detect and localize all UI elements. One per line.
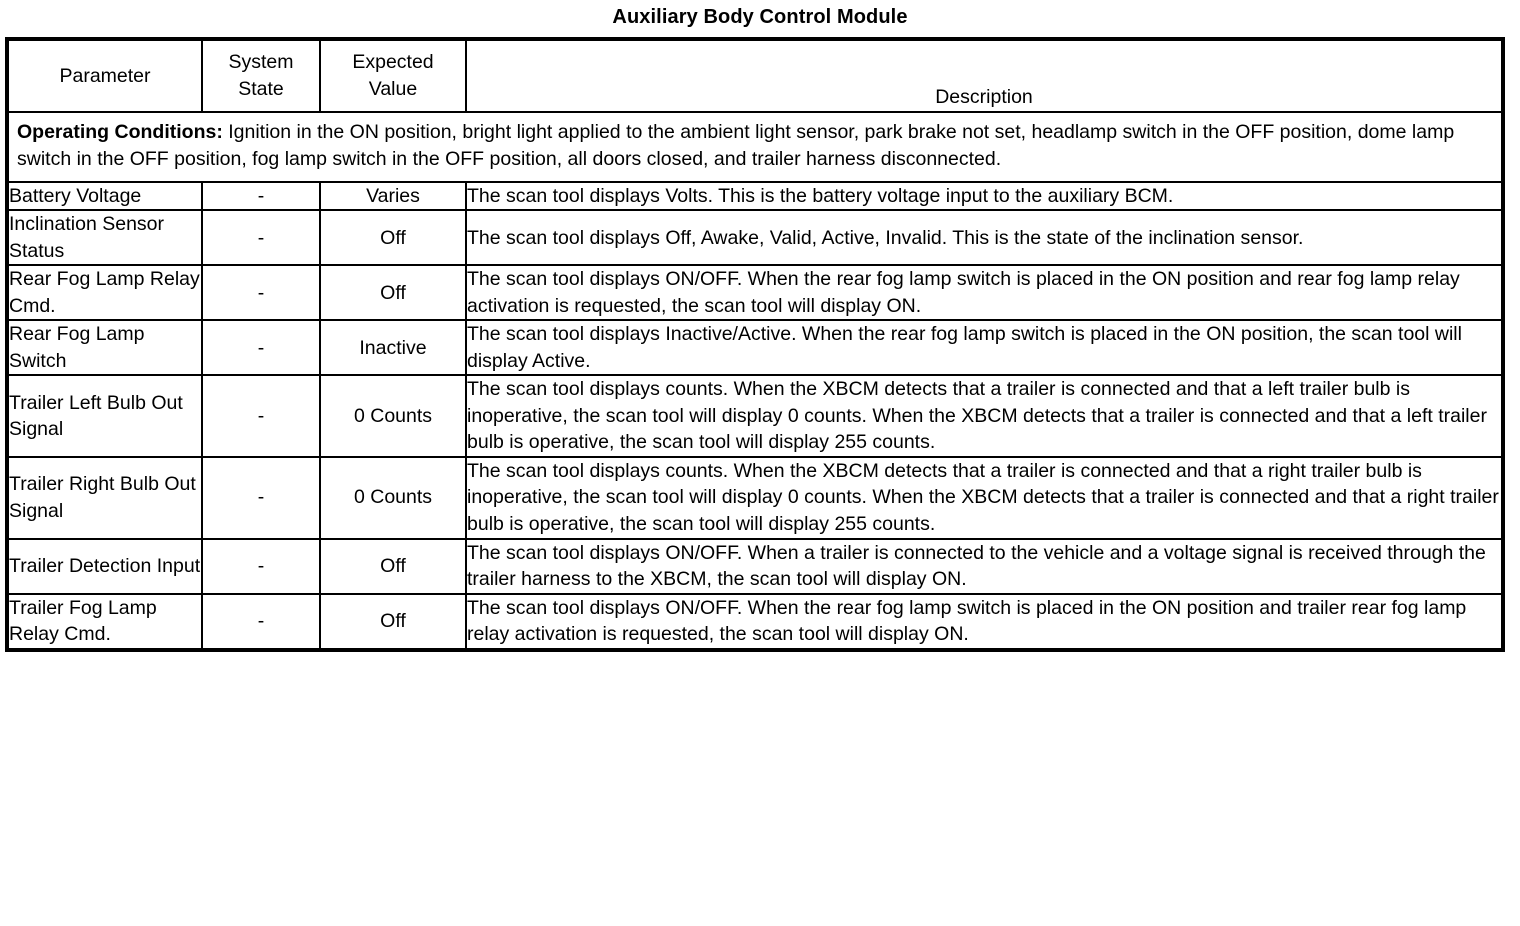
cell-system-state: - bbox=[201, 455, 321, 540]
cell-description: The scan tool displays counts. When the … bbox=[465, 455, 1504, 540]
cell-parameter: Trailer Fog Lamp Relay Cmd. bbox=[6, 592, 203, 651]
cell-description: The scan tool displays Off, Awake, Valid… bbox=[465, 209, 1504, 267]
cell-expected-value: Off bbox=[319, 209, 467, 267]
cell-expected-value: Off bbox=[319, 264, 467, 322]
cell-description: The scan tool displays Inactive/Active. … bbox=[465, 319, 1504, 377]
cell-parameter: Trailer Left Bulb Out Signal bbox=[6, 374, 203, 458]
cell-parameter: Rear Fog Lamp Relay Cmd. bbox=[6, 264, 203, 322]
cell-description: The scan tool displays counts. When the … bbox=[465, 374, 1504, 458]
cell-system-state: - bbox=[201, 209, 321, 267]
operating-conditions-label: Operating Conditions: bbox=[17, 121, 223, 143]
cell-parameter: Rear Fog Lamp Switch bbox=[6, 319, 203, 377]
cell-description: The scan tool displays ON/OFF. When the … bbox=[465, 592, 1504, 651]
operating-conditions-text: Ignition in the ON position, bright ligh… bbox=[17, 121, 1455, 170]
cell-system-state: - bbox=[201, 180, 321, 212]
table-header: Parameter System State Expected Value De… bbox=[6, 38, 1504, 113]
column-header-system-state-line2: State bbox=[238, 78, 284, 100]
cell-parameter: Inclination Sensor Status bbox=[6, 209, 203, 267]
cell-system-state: - bbox=[201, 374, 321, 458]
column-header-expected-value-line1: Expected bbox=[352, 51, 434, 74]
operating-conditions-cell: Operating Conditions: Ignition in the ON… bbox=[6, 111, 1504, 183]
operating-conditions-row: Operating Conditions: Ignition in the ON… bbox=[6, 111, 1504, 183]
column-header-expected-value: Expected Value bbox=[319, 38, 467, 113]
cell-description: The scan tool displays ON/OFF. When the … bbox=[465, 264, 1504, 322]
cell-system-state: - bbox=[201, 537, 321, 595]
column-header-expected-value-line2: Value bbox=[368, 78, 418, 100]
header-row: Parameter System State Expected Value De… bbox=[6, 38, 1504, 113]
cell-expected-value: 0 Counts bbox=[319, 455, 467, 540]
cell-parameter: Trailer Detection Input bbox=[6, 537, 203, 595]
parameter-table: Parameter System State Expected Value De… bbox=[5, 37, 1505, 652]
column-header-system-state: System State bbox=[201, 38, 321, 113]
cell-system-state: - bbox=[201, 319, 321, 377]
column-header-system-state-line1: System bbox=[228, 51, 294, 74]
cell-parameter: Battery Voltage bbox=[6, 180, 203, 212]
cell-expected-value: Off bbox=[319, 537, 467, 595]
page-title: Auxiliary Body Control Module bbox=[612, 6, 908, 28]
cell-expected-value: Off bbox=[319, 592, 467, 651]
table-body: Operating Conditions: Ignition in the ON… bbox=[6, 111, 1504, 651]
cell-description: The scan tool displays ON/OFF. When a tr… bbox=[465, 537, 1504, 595]
cell-parameter: Trailer Right Bulb Out Signal bbox=[6, 455, 203, 540]
cell-system-state: - bbox=[201, 592, 321, 651]
cell-system-state: - bbox=[201, 264, 321, 322]
cell-expected-value: Varies bbox=[319, 180, 467, 212]
cell-expected-value: 0 Counts bbox=[319, 374, 467, 458]
cell-description: The scan tool displays Volts. This is th… bbox=[465, 180, 1504, 212]
cell-expected-value: Inactive bbox=[319, 319, 467, 377]
column-header-description: Description bbox=[465, 38, 1504, 113]
column-header-parameter: Parameter bbox=[6, 38, 203, 113]
